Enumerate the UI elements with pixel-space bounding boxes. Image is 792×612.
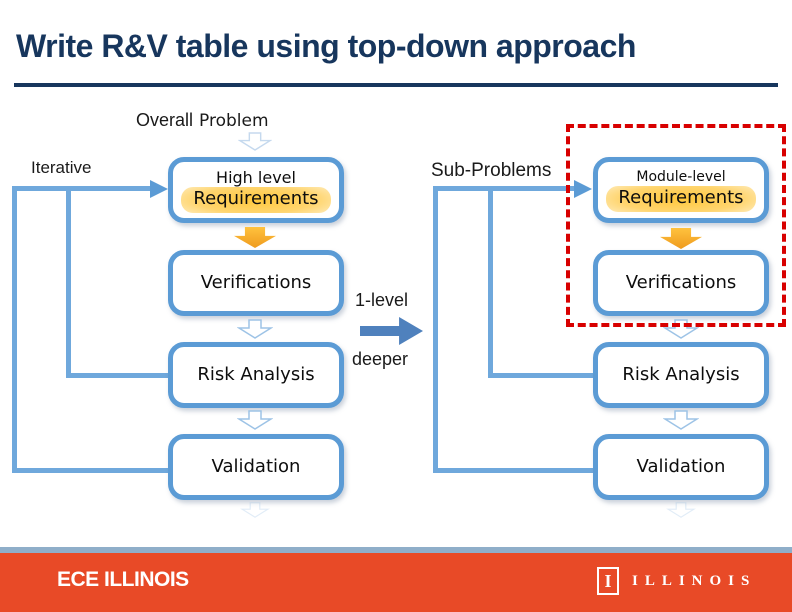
module-level-emphasis-box xyxy=(566,124,786,327)
left-outer-loop-horizontal xyxy=(12,468,168,473)
flow-box-right-validation: Validation xyxy=(593,434,769,500)
box-subheading: Module-level xyxy=(636,168,726,185)
down-arrow-outline-icon xyxy=(666,502,696,518)
right-outer-loop-horizontal xyxy=(433,468,593,473)
box-label: Verifications xyxy=(625,272,737,293)
footer-bar xyxy=(0,553,792,612)
box-subheading: High level xyxy=(216,167,296,187)
page-title: Write R&V table using top-down approach xyxy=(16,28,636,64)
flow-box-right-verifications: Verifications xyxy=(593,250,769,316)
sub-problems-label: Sub-Problems xyxy=(431,160,552,181)
down-arrow-outline-icon xyxy=(237,410,273,430)
down-arrow-outline-icon xyxy=(237,319,273,339)
down-arrow-orange-icon xyxy=(234,227,276,248)
down-arrow-outline-icon xyxy=(240,502,270,518)
illinois-block-i-logo: I xyxy=(597,567,619,595)
down-arrow-outline-icon xyxy=(663,410,699,430)
left-inner-loop-vertical xyxy=(66,186,71,378)
one-level-label: 1-level xyxy=(355,290,409,310)
box-label: Validation xyxy=(636,456,726,477)
iterative-label: Iterative xyxy=(31,158,92,177)
box-label: Risk Analysis xyxy=(622,364,740,385)
flow-arrowhead-icon xyxy=(574,180,592,198)
down-arrow-outline-icon xyxy=(663,319,699,339)
flow-box-high-level-requirements: High level Requirements xyxy=(168,157,344,223)
flow-box-left-risk-analysis: Risk Analysis xyxy=(168,342,344,408)
right-inner-loop-vertical xyxy=(488,186,493,378)
left-outer-loop-vertical xyxy=(12,186,17,473)
ece-illinois-logo: ECE ILLINOIS xyxy=(57,568,189,591)
illinois-wordmark: ILLINOIS xyxy=(632,573,757,589)
flow-arrowhead-icon xyxy=(150,180,168,198)
problem-label: Problem xyxy=(199,111,269,131)
block-i-letter: I xyxy=(604,570,612,591)
footer-accent-strip xyxy=(0,547,792,553)
deeper-label: deeper xyxy=(352,349,409,369)
title-underline xyxy=(14,83,778,87)
requirements-highlight: Requirements xyxy=(606,185,756,212)
box-label: Validation xyxy=(211,456,301,477)
left-input-line xyxy=(12,186,152,191)
right-outer-loop-vertical xyxy=(433,186,438,473)
flow-box-module-level-requirements: Module-level Requirements xyxy=(593,157,769,223)
down-arrow-outline-icon xyxy=(238,132,272,151)
requirements-highlight: Requirements xyxy=(181,186,331,213)
right-inner-loop-horizontal xyxy=(488,373,593,378)
flow-box-right-risk-analysis: Risk Analysis xyxy=(593,342,769,408)
flow-box-left-validation: Validation xyxy=(168,434,344,500)
right-arrow-solid-icon xyxy=(360,317,423,345)
left-inner-loop-horizontal xyxy=(66,373,168,378)
overall-label: Overall xyxy=(136,110,194,130)
flow-box-left-verifications: Verifications xyxy=(168,250,344,316)
box-label: Verifications xyxy=(200,272,312,293)
box-label: Risk Analysis xyxy=(197,364,315,385)
right-input-line xyxy=(433,186,574,191)
